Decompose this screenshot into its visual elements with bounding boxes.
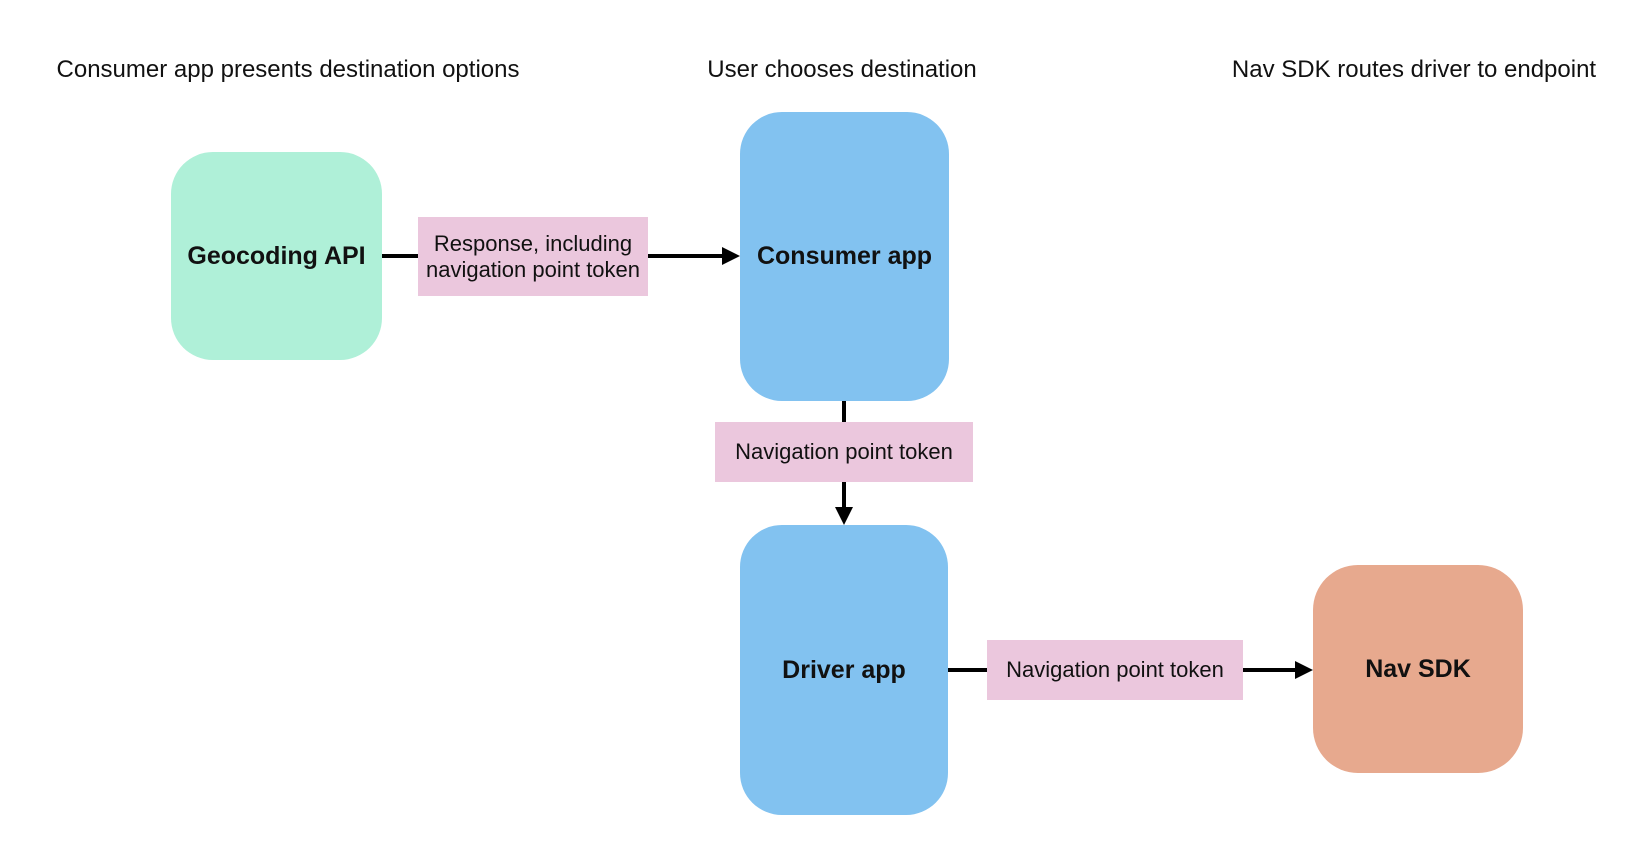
node-consumer-app: Consumer app bbox=[740, 112, 949, 401]
column-header-user-chooses: User chooses destination bbox=[707, 56, 977, 83]
column-header-navsdk-routes: Nav SDK routes driver to endpoint bbox=[1231, 56, 1597, 83]
edge-label-navigation-point-token-2: Navigation point token bbox=[987, 640, 1243, 700]
edge-label-navigation-point-token-1: Navigation point token bbox=[715, 422, 973, 482]
arrowhead-down-icon bbox=[835, 507, 853, 525]
column-header-consumer-presents: Consumer app presents destination option… bbox=[56, 56, 520, 83]
arrowhead-right-icon bbox=[722, 247, 740, 265]
arrowhead-right-icon bbox=[1295, 661, 1313, 679]
node-geocoding-api: Geocoding API bbox=[171, 152, 382, 360]
node-nav-sdk: Nav SDK bbox=[1313, 565, 1523, 773]
edge-label-response-token: Response, including navigation point tok… bbox=[418, 217, 648, 296]
node-driver-app: Driver app bbox=[740, 525, 948, 815]
